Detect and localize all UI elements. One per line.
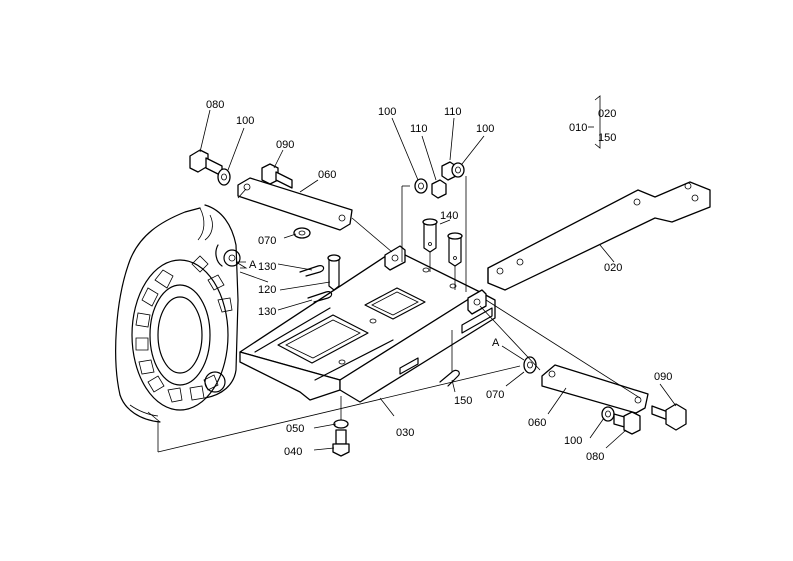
callout-010: 010 <box>569 122 587 134</box>
washer-100-center-right <box>451 162 465 178</box>
callout-060-top: 060 <box>318 169 336 181</box>
callout-100-bottom: 100 <box>564 435 582 447</box>
callout-070-bottom: 070 <box>486 389 504 401</box>
support-frame <box>239 245 496 403</box>
callout-090-bottom: 090 <box>654 371 672 383</box>
callout-110-center-left: 110 <box>410 123 428 135</box>
bracket-bar <box>487 181 711 291</box>
callout-120: 120 <box>258 284 276 296</box>
washer-100-center-left <box>414 178 428 194</box>
callout-100-center-right: 100 <box>476 123 494 135</box>
pin-140-left <box>422 218 438 253</box>
bolt-090-bottom <box>651 403 687 431</box>
callout-030: 030 <box>396 427 414 439</box>
callout-020-bar: 020 <box>604 262 622 274</box>
callout-090-top: 090 <box>276 139 294 151</box>
nut-110-center-left <box>431 179 447 199</box>
engine-housing <box>115 204 241 452</box>
bolt-080-bottom <box>613 411 641 435</box>
upper-link <box>237 177 353 231</box>
pin-120 <box>327 254 341 291</box>
callout-140: 140 <box>440 210 458 222</box>
callout-080-bottom: 080 <box>586 451 604 463</box>
washer-100-bottom <box>601 406 615 422</box>
callout-150-bottom: 150 <box>454 395 472 407</box>
bolt-080-top <box>189 149 223 177</box>
washer-070-top <box>293 227 311 239</box>
callout-labels: 080 100 090 060 070 A 130 120 130 100 11… <box>206 99 672 463</box>
callout-130-upper: 130 <box>258 261 276 273</box>
callout-050: 050 <box>286 423 304 435</box>
callout-150-group: 150 <box>598 132 616 144</box>
callout-100-center-left: 100 <box>378 106 396 118</box>
callout-070-top: 070 <box>258 235 276 247</box>
clip-130-lower <box>307 291 333 303</box>
washer-050 <box>333 419 349 429</box>
callout-a-right: A <box>492 337 500 349</box>
pin-140-right <box>447 232 463 267</box>
callout-a-left: A <box>249 259 257 271</box>
callout-130-lower: 130 <box>258 306 276 318</box>
washer-100-top-left <box>217 168 231 186</box>
callout-110-center-right: 110 <box>444 106 462 118</box>
clip-130-upper <box>299 265 325 277</box>
callout-080-top: 080 <box>206 99 224 111</box>
callout-100-top-left: 100 <box>236 115 254 127</box>
lower-link <box>541 364 649 414</box>
washer-070-bottom <box>523 356 537 374</box>
callout-020-group: 020 <box>598 108 616 120</box>
leader-lines <box>157 95 677 453</box>
callout-060-bottom: 060 <box>528 417 546 429</box>
bolt-040 <box>332 429 350 457</box>
clip-150-bottom <box>439 369 460 387</box>
callout-040: 040 <box>284 446 302 458</box>
bolt-090-top <box>261 163 293 189</box>
